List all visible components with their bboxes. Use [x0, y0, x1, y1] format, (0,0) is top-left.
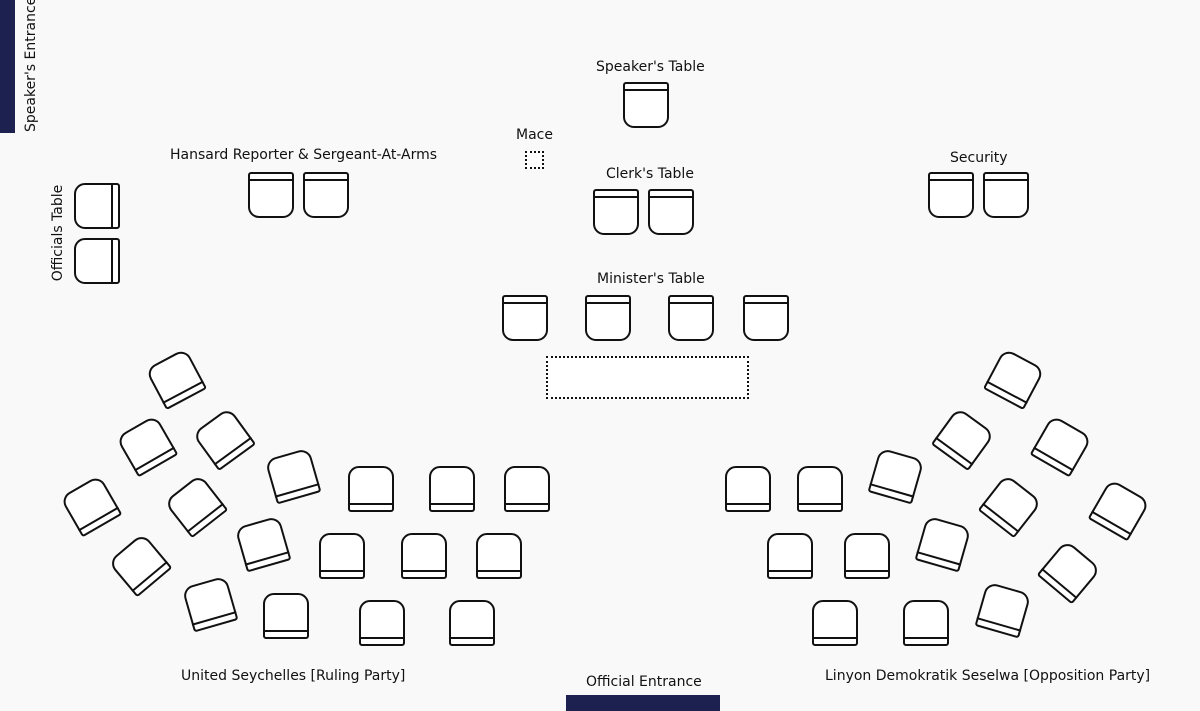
sergeant-chair: [303, 172, 349, 218]
clerks-table-label: Clerk's Table: [606, 166, 694, 182]
speaker-chair: [623, 82, 669, 128]
ruling-seat: [359, 600, 405, 646]
opposition-seat: [1087, 478, 1151, 542]
ruling-seat: [234, 515, 292, 573]
opposition-seat: [914, 515, 972, 573]
hansard-chair: [248, 172, 294, 218]
security-chair: [928, 172, 974, 218]
ruling-party-label: United Seychelles [Ruling Party]: [181, 668, 406, 684]
speakers-table-label: Speaker's Table: [596, 59, 705, 75]
opposition-seat: [977, 473, 1043, 539]
officials-table-label: Officials Table: [50, 184, 66, 282]
ruling-seat: [264, 447, 322, 505]
opposition-seat: [1036, 539, 1102, 605]
ruling-seat: [115, 414, 179, 478]
officials-chair: [74, 183, 120, 229]
opposition-party-label: Linyon Demokratik Seselwa [Opposition Pa…: [825, 668, 1151, 684]
ruling-seat: [429, 466, 475, 512]
opposition-seat: [725, 466, 771, 512]
minister-chair: [585, 295, 631, 341]
clerk-chair: [648, 189, 694, 235]
mace-label: Mace: [516, 127, 553, 143]
ministers-table-label: Minister's Table: [597, 271, 705, 287]
opposition-seat: [974, 581, 1032, 639]
minister-chair: [502, 295, 548, 341]
hansard-label: Hansard Reporter & Sergeant-At-Arms: [170, 147, 438, 163]
security-chair: [983, 172, 1029, 218]
ruling-seat: [191, 406, 257, 472]
ruling-seat: [319, 533, 365, 579]
ruling-seat: [163, 473, 229, 539]
mace-marker: [525, 151, 544, 169]
ruling-seat: [449, 600, 495, 646]
ruling-seat: [504, 466, 550, 512]
ruling-seat: [181, 575, 239, 633]
minister-chair: [668, 295, 714, 341]
official-entrance-label: Official Entrance: [586, 674, 702, 690]
ruling-seat: [348, 466, 394, 512]
speakers-entrance-bar: [0, 0, 15, 133]
security-label: Security: [950, 150, 1008, 166]
ruling-seat: [401, 533, 447, 579]
opposition-seat: [982, 347, 1046, 411]
opposition-seat: [812, 600, 858, 646]
opposition-seat: [797, 466, 843, 512]
official-entrance-bar: [566, 695, 720, 711]
opposition-seat: [767, 533, 813, 579]
ministers-table: [546, 356, 749, 399]
minister-chair: [743, 295, 789, 341]
ruling-seat: [144, 347, 208, 411]
clerk-chair: [593, 189, 639, 235]
ruling-seat: [263, 593, 309, 639]
opposition-seat: [903, 600, 949, 646]
ruling-seat: [59, 474, 123, 538]
opposition-seat: [844, 533, 890, 579]
ruling-seat: [476, 533, 522, 579]
ruling-seat: [107, 532, 173, 598]
opposition-seat: [1029, 414, 1093, 478]
opposition-seat: [867, 447, 925, 505]
officials-chair: [74, 238, 120, 284]
speakers-entrance-label: Speaker's Entrance: [23, 0, 39, 132]
opposition-seat: [930, 406, 996, 472]
